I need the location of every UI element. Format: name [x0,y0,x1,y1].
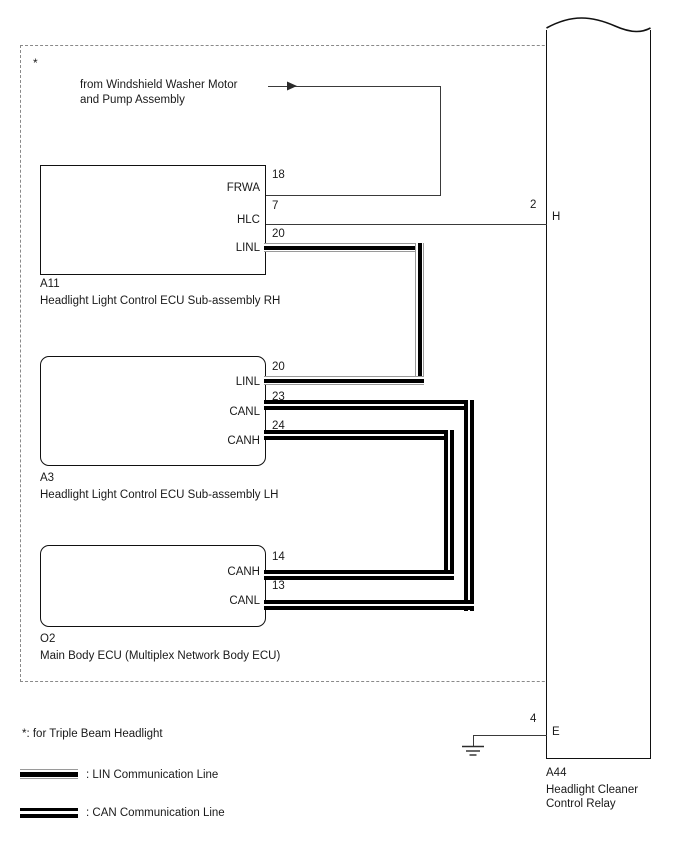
component-name-a44-line2: Control Relay [546,798,616,810]
can-line-canh-o2-horizontal [264,570,454,580]
component-code-o2: O2 [40,633,56,645]
lin-line-a11-horizontal [264,243,424,252]
pin-label-a11-linl: LINL [235,242,260,254]
wire-frwa-horizontal-upper [268,86,441,87]
component-code-a44: A44 [546,767,567,779]
pin-number-a44-2: 2 [530,199,537,211]
pin-number-a44-4: 4 [530,713,537,725]
pin-label-a11-frwa: FRWA [226,182,260,194]
pin-label-a3-canl: CANL [229,406,260,418]
ground-symbol-icon [462,745,484,756]
pin-label-o2-canl: CANL [229,595,260,607]
component-name-a3: Headlight Light Control ECU Sub-assembly… [40,489,279,501]
lin-line-vertical [415,243,424,385]
pin-label-a44-e: E [552,726,560,738]
pin-number-a11-18: 18 [272,169,285,181]
can-line-canl-a3-horizontal [264,400,474,410]
legend-label-lin: : LIN Communication Line [86,769,219,781]
pin-number-a3-20: 20 [272,361,285,373]
legend-swatch-lin [20,769,78,779]
can-line-canl-o2-horizontal [264,600,474,610]
wire-ground-vertical [473,735,474,746]
source-note-line2: and Pump Assembly [80,94,185,106]
pin-label-a44-h: H [552,211,561,223]
pin-label-a3-canh: CANH [227,435,260,447]
component-name-a44-line1: Headlight Cleaner [546,784,639,796]
pin-label-o2-canh: CANH [227,566,260,578]
can-line-canl-vertical [464,400,474,611]
pin-label-a3-linl: LINL [235,376,260,388]
component-box-a11 [40,165,266,275]
source-note-line1: from Windshield Washer Motor [80,79,238,91]
wire-frwa-horizontal-lower [266,195,441,196]
component-box-o2 [40,545,266,627]
pin-number-a3-24: 24 [272,420,285,432]
can-line-canh-a3-horizontal [264,430,454,440]
component-box-a44 [546,30,651,759]
legend-label-can: : CAN Communication Line [86,807,225,819]
pin-number-o2-14: 14 [272,551,285,563]
component-code-a3: A3 [40,472,55,484]
component-code-a11: A11 [40,278,60,290]
component-name-o2: Main Body ECU (Multiplex Network Body EC… [40,650,281,662]
wire-ground-horizontal [473,735,547,736]
wire-frwa-vertical [440,86,441,196]
footnote-triple-beam: *: for Triple Beam Headlight [22,728,163,740]
pin-label-a11-hlc: HLC [236,214,260,226]
can-line-canh-vertical [444,430,454,580]
pin-number-a11-7: 7 [272,200,279,212]
component-name-a11: Headlight Light Control ECU Sub-assembly… [40,295,281,307]
legend-swatch-can [20,807,78,818]
component-box-a3 [40,356,266,466]
wire-hlc-to-relay-pin2 [266,224,547,225]
asterisk-marker: * [33,56,38,70]
pin-number-a11-20: 20 [272,228,285,240]
pin-number-o2-13: 13 [272,580,285,592]
lin-line-a3-horizontal [264,376,424,385]
